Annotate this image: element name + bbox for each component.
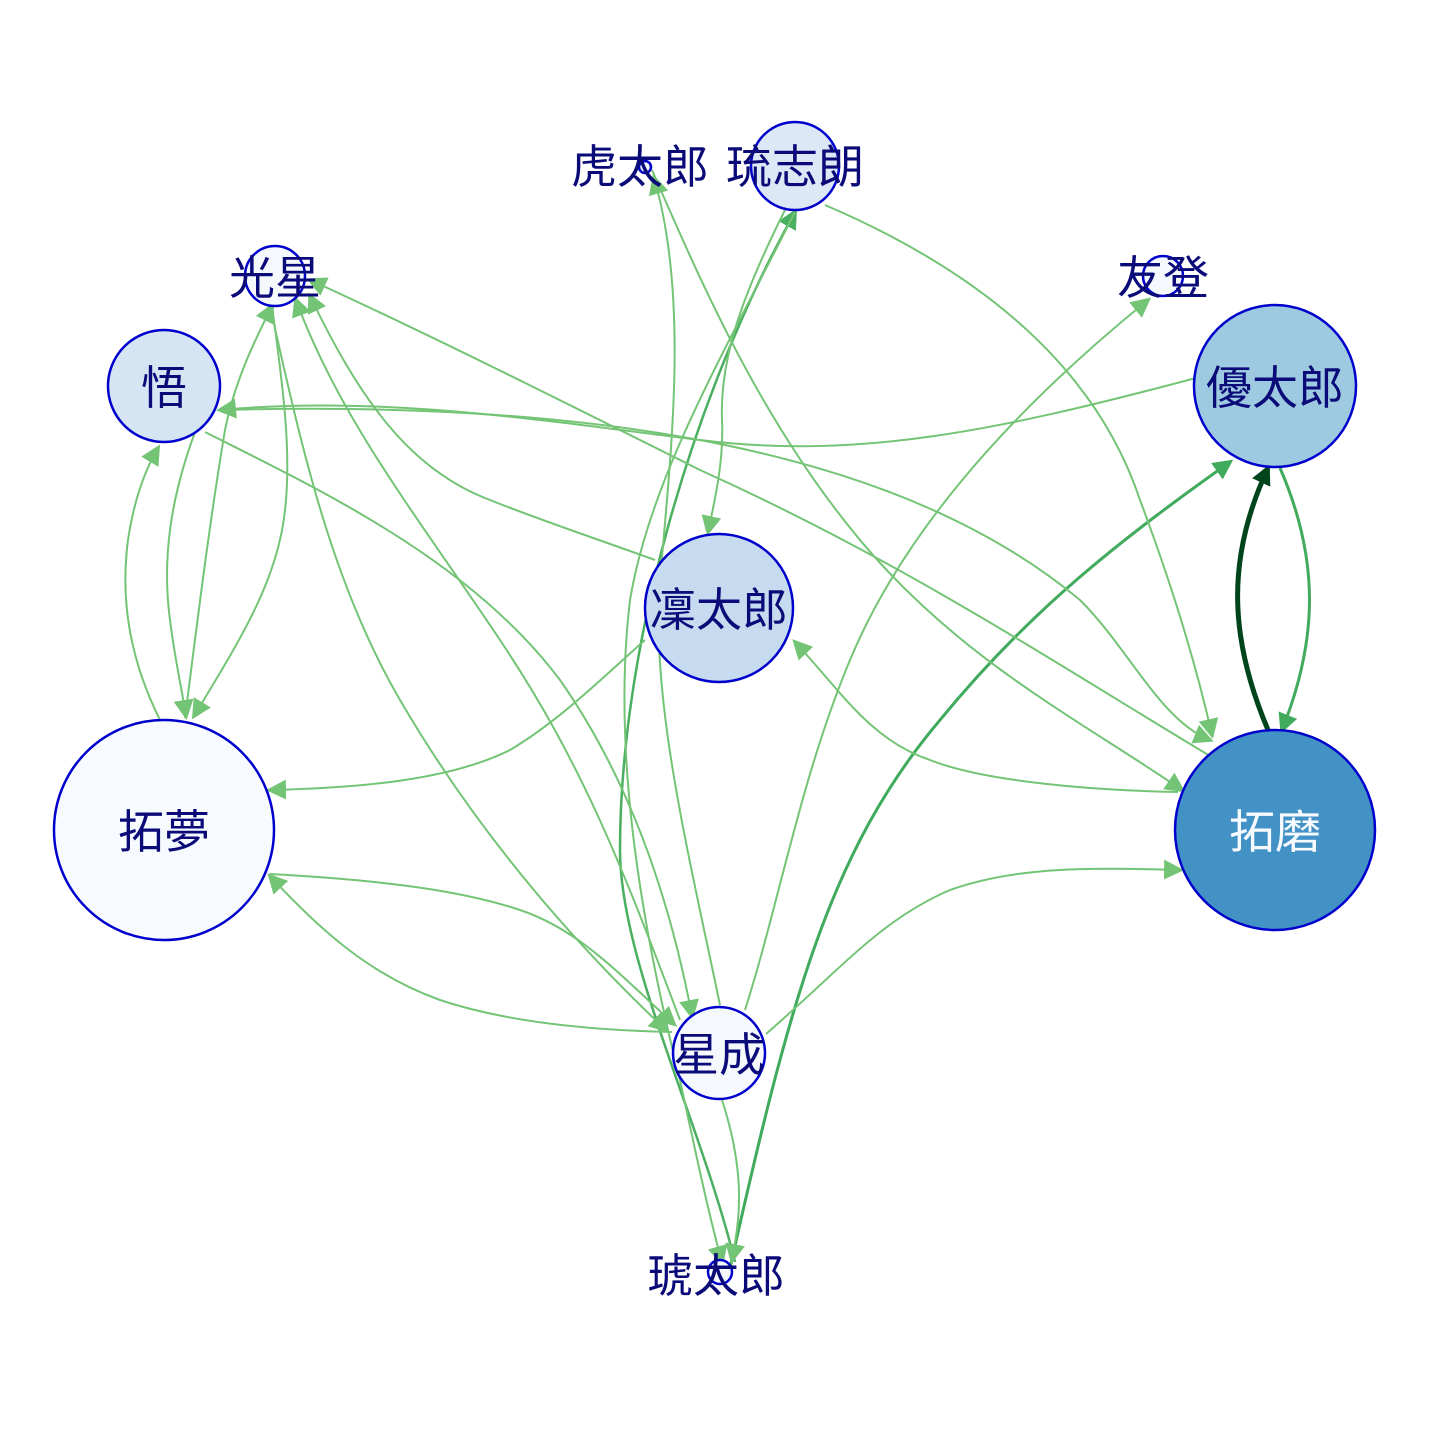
edge-takuma-kosei — [306, 277, 1211, 757]
edge-satoru-takumu — [166, 431, 196, 720]
node-yutaro[interactable]: 優太郎 — [1192, 303, 1358, 469]
edge-seinari-yuto — [744, 297, 1152, 1011]
node-kotaro[interactable]: 琥太郎 — [647, 1249, 785, 1303]
edge-seinari-takuma — [765, 859, 1184, 1035]
node-rintaro[interactable]: 凜太郎 — [643, 532, 795, 684]
edge-yutaro-satoru — [216, 377, 1197, 448]
node-label: 拓夢 — [118, 805, 210, 859]
node-label: 琥太郎 — [647, 1249, 785, 1303]
node-rushiro[interactable]: 琉志朗 — [726, 120, 864, 212]
node-label: 光星 — [229, 251, 321, 305]
edge-kosei-takumu — [191, 305, 289, 720]
edge-rushiro-rintaro — [701, 209, 786, 536]
edge-takumu-seinari — [269, 873, 677, 1027]
node-takumu[interactable]: 拓夢 — [52, 718, 276, 942]
edge-rushiro-takuma — [824, 204, 1219, 739]
node-label: 友登 — [1117, 251, 1209, 305]
edge-rushiro-kotaro — [623, 211, 796, 1266]
nodes-layer: 虎太郎 琉志朗 光星 友登 悟 優太郎 凜太郎 拓夢 — [52, 120, 1377, 1303]
node-label: 凜太郎 — [650, 583, 788, 637]
node-label: 琉志朗 — [726, 140, 864, 194]
edge-kosei-seinari — [269, 305, 669, 1033]
edge-seinari-takumu — [267, 873, 673, 1033]
edge-toramaru-takuma — [651, 169, 1186, 793]
edge-kotaro-yutaro — [728, 459, 1234, 1269]
node-seinari[interactable]: 星成 — [671, 1005, 767, 1101]
edges-layer — [124, 169, 1311, 1269]
node-kosei[interactable]: 光星 — [229, 244, 321, 308]
edge-satoru-seinari — [204, 431, 699, 1020]
edge-takumu-satoru — [124, 444, 161, 721]
node-label: 優太郎 — [1206, 361, 1344, 415]
node-label: 悟 — [141, 361, 187, 415]
edge-yutaro-takuma — [1278, 467, 1311, 734]
edge-rintaro-takumu — [266, 639, 646, 800]
edge-seinari-kotaro — [721, 1099, 745, 1264]
node-label: 拓磨 — [1229, 805, 1321, 859]
node-toramaru[interactable]: 虎太郎 — [571, 140, 709, 194]
node-yuto[interactable]: 友登 — [1117, 251, 1209, 305]
node-satoru[interactable]: 悟 — [106, 328, 222, 444]
node-takuma[interactable]: 拓磨 — [1173, 728, 1377, 932]
edge-takuma-rintaro — [792, 639, 1179, 793]
node-label: 星成 — [673, 1028, 765, 1082]
edge-satoru-takuma — [219, 407, 1214, 744]
edge-takumu-kosei — [184, 302, 274, 719]
edge-seinari-kosei — [292, 296, 681, 1021]
edge-rintaro-kosei — [307, 292, 656, 561]
edge-takuma-yutaro — [1235, 464, 1271, 731]
node-label: 虎太郎 — [571, 140, 709, 194]
